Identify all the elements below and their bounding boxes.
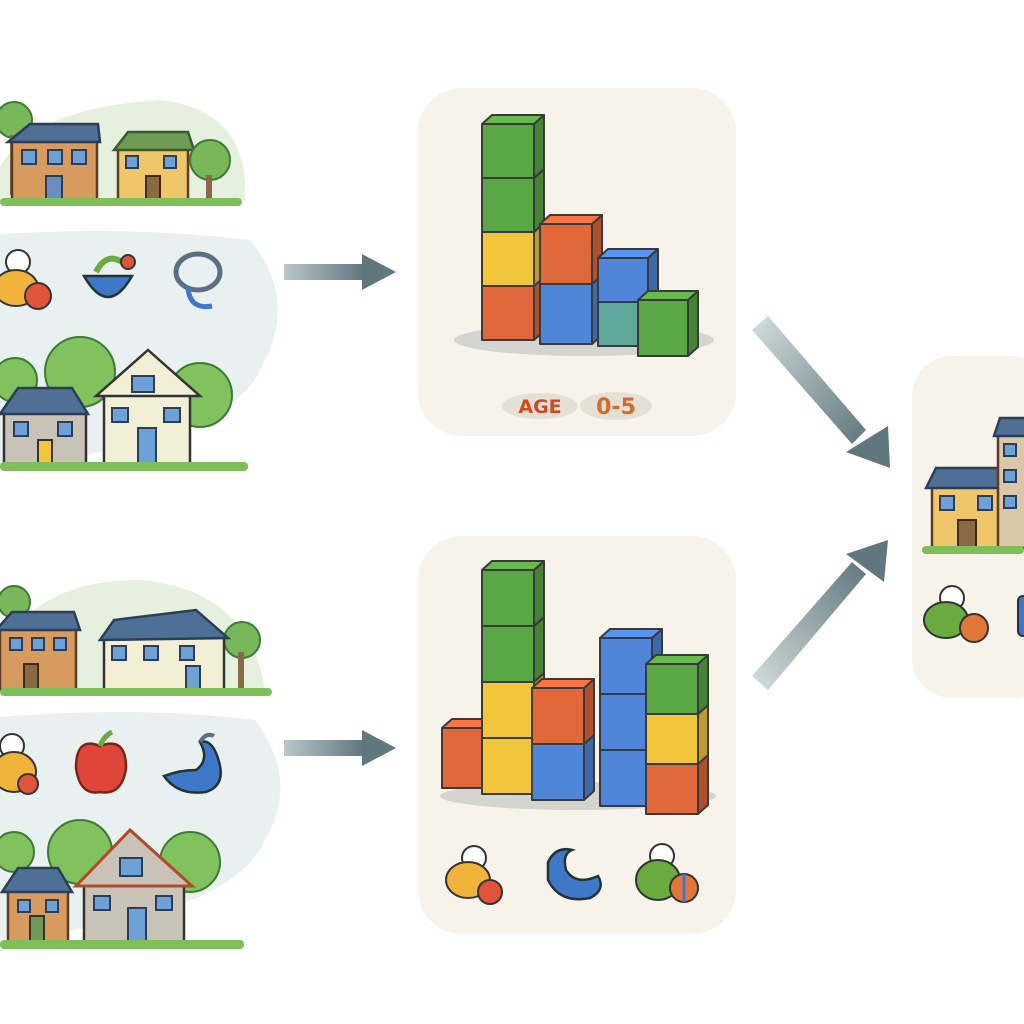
stethoscope-icon bbox=[162, 732, 222, 794]
block-chart bbox=[441, 560, 709, 815]
icon-row bbox=[445, 843, 699, 905]
stethoscope-icon bbox=[173, 251, 223, 310]
left-top-group bbox=[0, 100, 278, 471]
stethoscope-icon bbox=[1017, 595, 1024, 637]
block bbox=[637, 290, 699, 357]
arrow-icon bbox=[752, 316, 890, 468]
grass-strip bbox=[0, 198, 242, 206]
top-chart-panel: AGE 0-5 bbox=[418, 88, 736, 436]
house-icon bbox=[92, 348, 204, 466]
block bbox=[539, 214, 603, 285]
house-row-bottom bbox=[0, 819, 244, 949]
house-icon bbox=[4, 122, 102, 202]
result-panel bbox=[912, 356, 1024, 698]
grass-strip bbox=[0, 940, 244, 949]
house-icon bbox=[0, 610, 82, 692]
arrow-icon bbox=[752, 540, 888, 690]
grass-strip bbox=[922, 546, 1024, 554]
grass-strip bbox=[0, 462, 248, 471]
apple-icon bbox=[74, 729, 128, 794]
block bbox=[539, 274, 603, 345]
house-row-top bbox=[0, 101, 242, 206]
age-tag-label: AGE bbox=[518, 396, 561, 418]
stethoscope-icon bbox=[546, 848, 602, 901]
house-icon bbox=[111, 130, 196, 202]
age-tag: AGE bbox=[502, 393, 578, 419]
tree-icon bbox=[189, 139, 231, 199]
house-icon bbox=[97, 608, 232, 692]
left-bottom-group bbox=[0, 580, 281, 949]
arrow-icon bbox=[284, 730, 396, 766]
bottom-chart-panel bbox=[418, 536, 736, 934]
age-range-label: 0-5 bbox=[596, 395, 636, 420]
block-chart bbox=[481, 114, 699, 357]
child-with-fruit-icon bbox=[0, 733, 39, 795]
block bbox=[481, 560, 545, 627]
child-with-fruit-icon bbox=[635, 843, 699, 903]
child-with-fruit-icon bbox=[923, 585, 989, 643]
block bbox=[531, 678, 595, 745]
house-icon bbox=[923, 466, 1010, 550]
house-icon bbox=[0, 386, 91, 466]
tree-icon bbox=[0, 585, 261, 688]
house-icon bbox=[0, 866, 75, 944]
child-with-fruit-icon bbox=[0, 249, 52, 310]
child-with-fruit-icon bbox=[445, 845, 503, 905]
house-icon bbox=[992, 416, 1024, 550]
house-row-bottom bbox=[0, 336, 248, 471]
arrow-icon bbox=[284, 254, 396, 290]
item-row-top bbox=[0, 249, 223, 310]
item-row-top bbox=[0, 729, 222, 795]
age-range-tag: 0-5 bbox=[580, 392, 652, 420]
house-row-top bbox=[0, 585, 272, 696]
block bbox=[481, 114, 545, 179]
block bbox=[645, 654, 709, 715]
grass-strip bbox=[0, 688, 272, 696]
bowl-icon bbox=[81, 254, 136, 298]
